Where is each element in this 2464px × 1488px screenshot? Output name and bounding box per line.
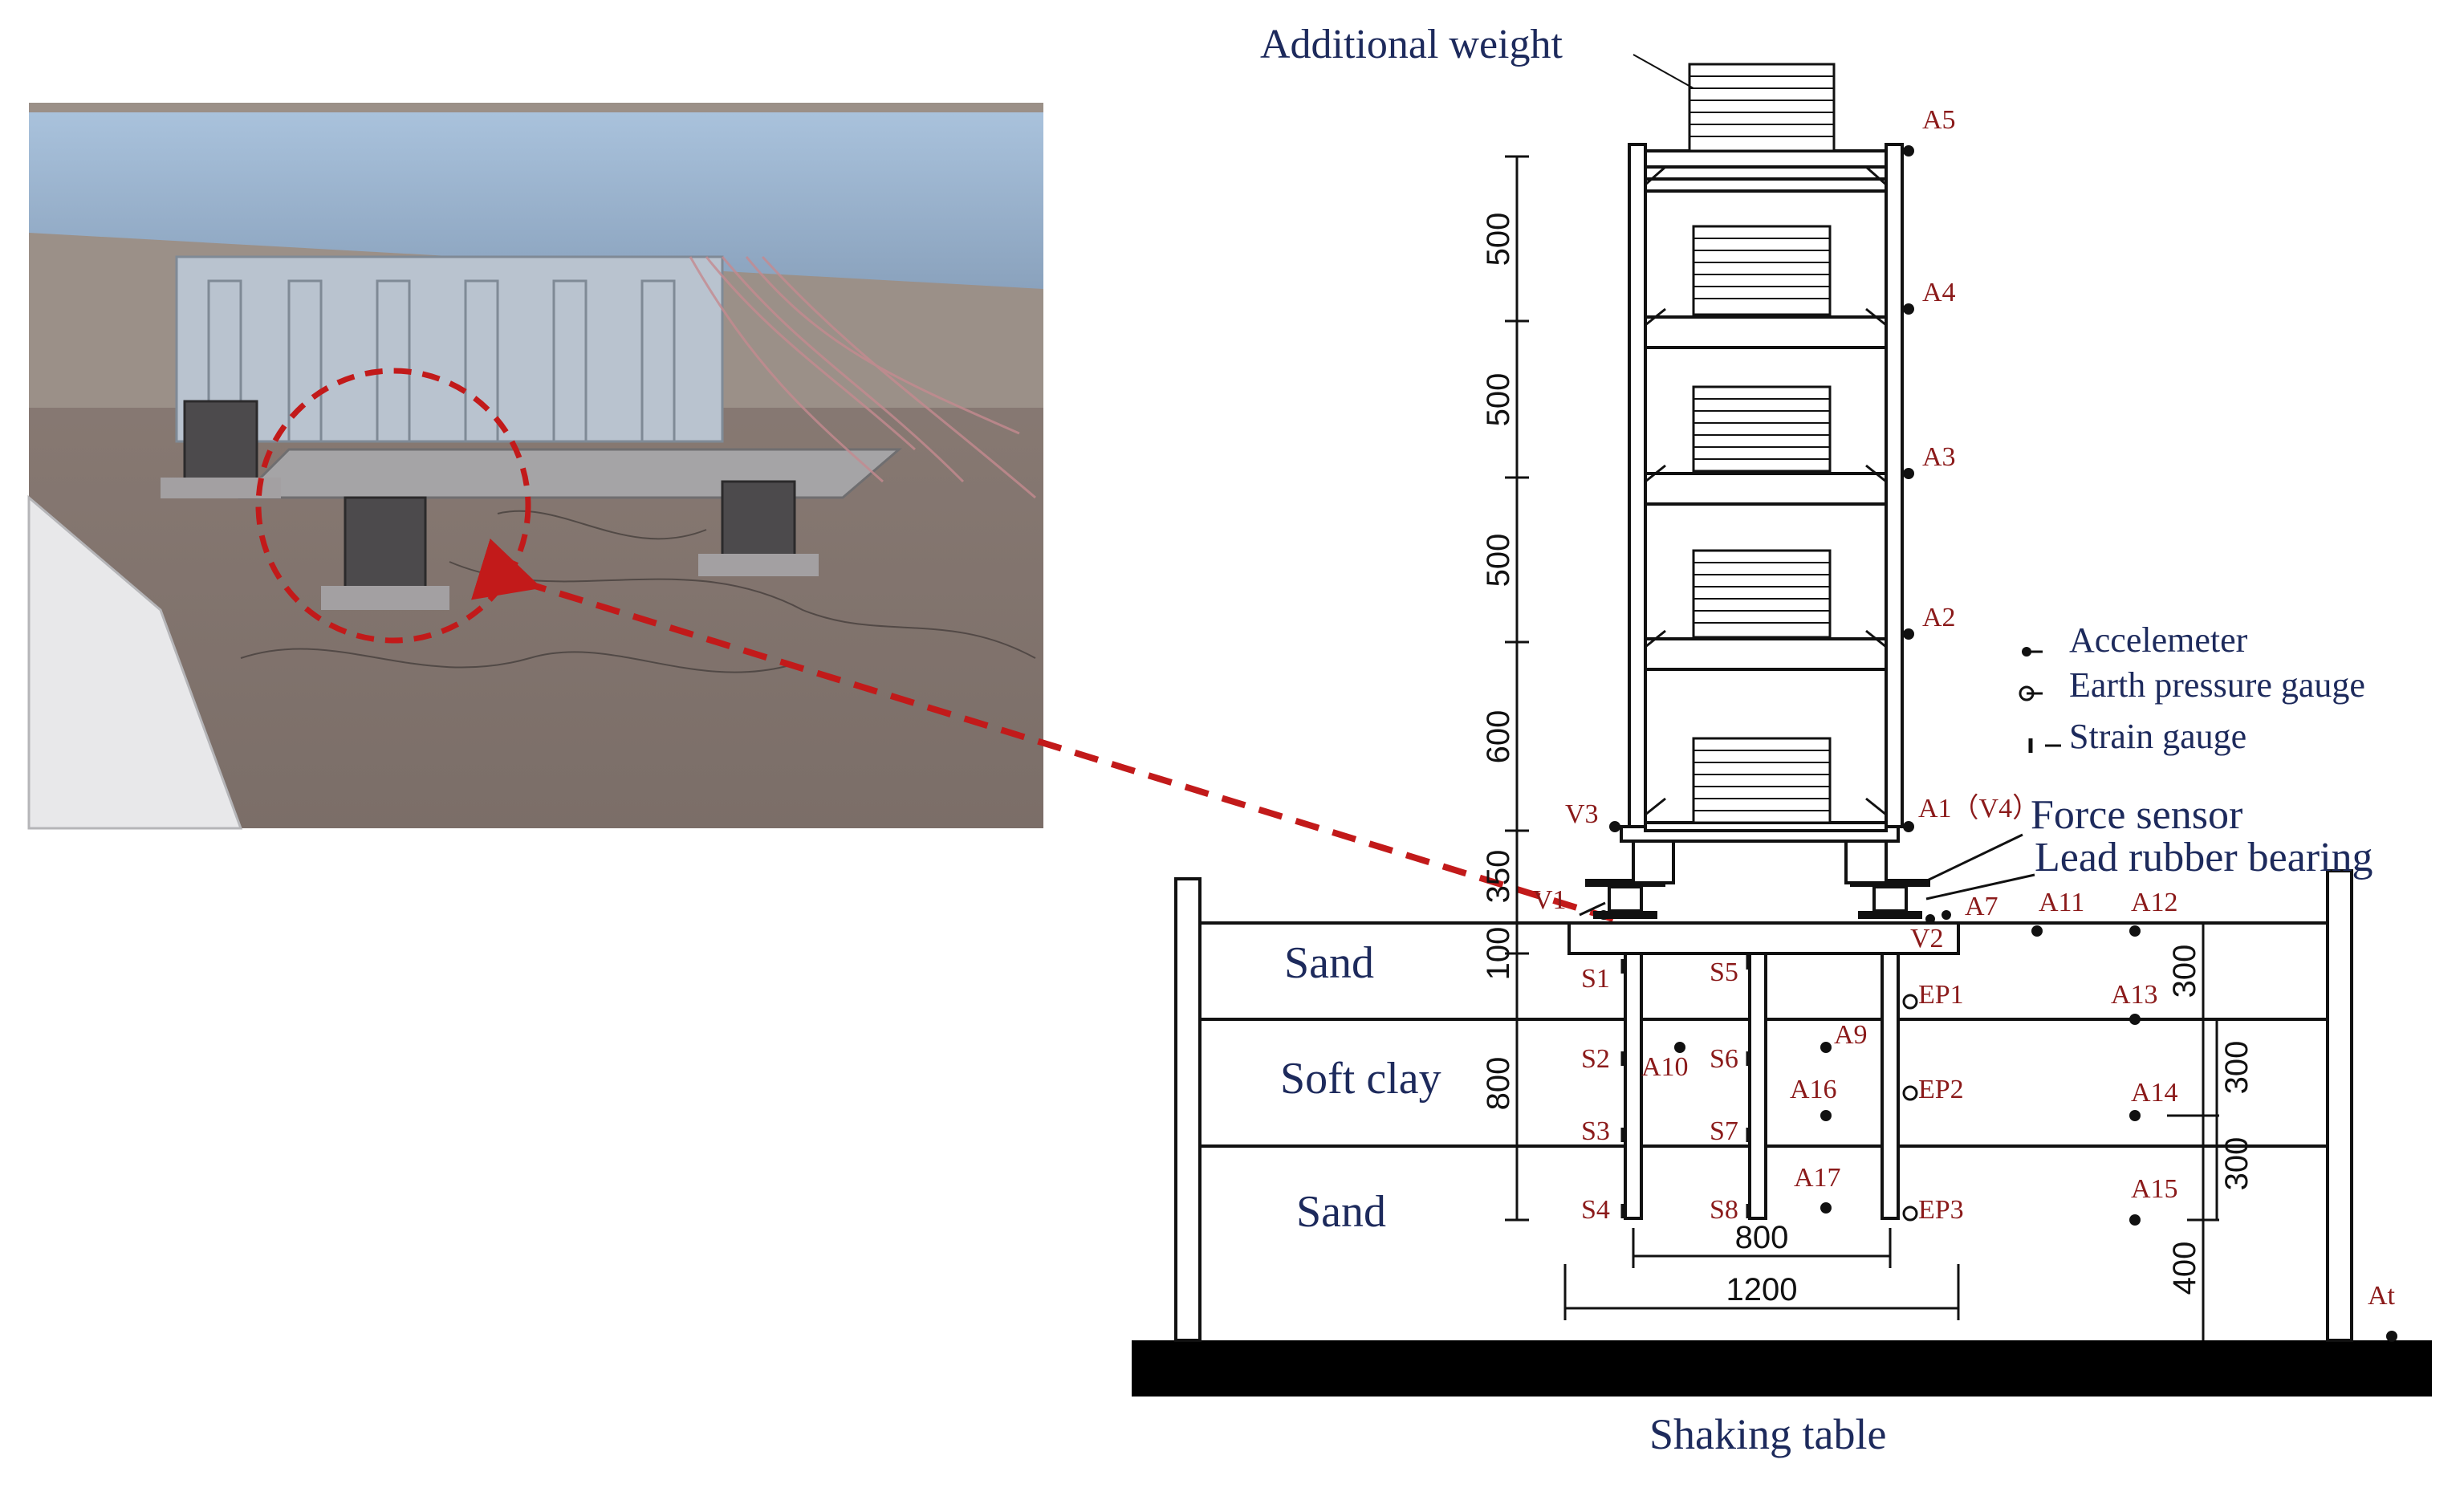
force-sensor-label: Force sensor bbox=[2031, 792, 2242, 838]
highlight-circle bbox=[255, 368, 531, 644]
marker-S8: S8 bbox=[1710, 1195, 1738, 1225]
pile-3 bbox=[1881, 952, 1900, 1220]
marker-A11: A11 bbox=[2039, 888, 2084, 917]
marker-S4: S4 bbox=[1581, 1195, 1610, 1225]
marker-V2: V2 bbox=[1910, 924, 1944, 953]
marker-A17: A17 bbox=[1794, 1163, 1841, 1193]
pile-cap bbox=[1567, 921, 1960, 955]
pile-1 bbox=[1624, 952, 1643, 1220]
dim-500-low: 500 bbox=[1481, 534, 1516, 587]
marker-A15: A15 bbox=[2131, 1174, 2178, 1204]
photo-bearings bbox=[183, 400, 796, 596]
marker-A14: A14 bbox=[2131, 1078, 2178, 1108]
marker-EP3: EP3 bbox=[1918, 1195, 1964, 1225]
vertical-dimension-line bbox=[1505, 155, 1529, 1222]
horizontal-dimensions bbox=[1563, 1228, 1960, 1320]
layer-soft-clay: Soft clay bbox=[1280, 1054, 1441, 1104]
weight-plate-lines bbox=[1689, 75, 1834, 811]
marker-S3: S3 bbox=[1581, 1116, 1610, 1146]
additional-weight-label: Additional weight bbox=[1260, 22, 1563, 67]
dim-1200: 1200 bbox=[1726, 1272, 1798, 1307]
piles bbox=[1624, 952, 1900, 1220]
marker-A10: A10 bbox=[1641, 1052, 1689, 1082]
marker-A12: A12 bbox=[2131, 888, 2178, 917]
marker-V1: V1 bbox=[1533, 885, 1567, 915]
photo-frame bbox=[175, 255, 724, 443]
test-model-photo bbox=[27, 103, 1043, 830]
bearing-assembly-right bbox=[1844, 837, 1930, 919]
photo-base-plate bbox=[238, 448, 903, 499]
marker-V3: V3 bbox=[1565, 799, 1599, 829]
marker-A2: A2 bbox=[1922, 603, 1956, 632]
dim-800-horizontal: 800 bbox=[1735, 1220, 1789, 1255]
marker-S5: S5 bbox=[1710, 957, 1738, 987]
marker-At: At bbox=[2368, 1281, 2396, 1311]
marker-A5: A5 bbox=[1922, 105, 1956, 135]
dim-400: 400 bbox=[2167, 1242, 2202, 1295]
photo-steel-beam bbox=[29, 112, 1043, 289]
dim-800-vertical: 800 bbox=[1481, 1057, 1516, 1111]
column-left bbox=[1628, 143, 1647, 828]
marker-S7: S7 bbox=[1710, 1116, 1738, 1146]
photo-cables bbox=[689, 255, 1036, 499]
dim-500-top: 500 bbox=[1481, 213, 1516, 266]
dim-300-b: 300 bbox=[2219, 1041, 2255, 1095]
pile-2 bbox=[1748, 952, 1767, 1220]
layer-sand-top: Sand bbox=[1284, 938, 1374, 988]
marker-A4: A4 bbox=[1922, 278, 1956, 307]
marker-S2: S2 bbox=[1581, 1044, 1610, 1074]
marker-A3: A3 bbox=[1922, 442, 1956, 472]
dim-600: 600 bbox=[1481, 710, 1516, 764]
diagram-text: Additional weight Shaking table Force se… bbox=[1260, 22, 2396, 1458]
legend-accelerometer: Accelemeter bbox=[2069, 620, 2248, 660]
marker-A7: A7 bbox=[1965, 892, 1998, 921]
legend-earth-pressure: Earth pressure gauge bbox=[2069, 665, 2365, 705]
shaking-table bbox=[1132, 1340, 2432, 1397]
marker-S6: S6 bbox=[1710, 1044, 1738, 1074]
floor-slabs bbox=[1644, 149, 1888, 832]
dim-300-a: 300 bbox=[2167, 945, 2202, 998]
pointer-arrow bbox=[471, 538, 1615, 922]
dim-300-c: 300 bbox=[2219, 1137, 2255, 1191]
dim-100: 100 bbox=[1481, 927, 1516, 981]
marker-A9: A9 bbox=[1834, 1020, 1868, 1050]
marker-S1: S1 bbox=[1581, 964, 1610, 994]
marker-A1: A1（V4） bbox=[1918, 793, 2039, 823]
dim-500-mid: 500 bbox=[1481, 373, 1516, 427]
photo-floor-wires bbox=[240, 510, 1036, 673]
container-right-wall bbox=[2326, 869, 2353, 1342]
lead-rubber-bearing-label: Lead rubber bearing bbox=[2035, 835, 2373, 880]
shaking-table-label: Shaking table bbox=[1649, 1410, 1886, 1458]
marker-EP1: EP1 bbox=[1918, 980, 1964, 1010]
column-right bbox=[1885, 143, 1904, 828]
marker-EP2: EP2 bbox=[1918, 1075, 1964, 1104]
braces bbox=[1645, 165, 1887, 816]
callout-leaders bbox=[1579, 833, 2035, 917]
additional-weight-leader bbox=[1633, 54, 1694, 89]
sensor-dots bbox=[1599, 145, 2397, 1342]
layer-sand-bottom: Sand bbox=[1296, 1187, 1386, 1237]
legend-strain: Strain gauge bbox=[2069, 717, 2246, 756]
marker-A13: A13 bbox=[2111, 980, 2158, 1010]
strain-gauges bbox=[1620, 650, 2061, 1218]
schematic bbox=[1132, 54, 2432, 1397]
container-left-wall bbox=[1174, 877, 1202, 1342]
right-dimensions bbox=[2167, 921, 2219, 1340]
marker-A16: A16 bbox=[1790, 1075, 1837, 1104]
earth-pressure-gauges bbox=[1902, 685, 2035, 1222]
bearing-assembly-left bbox=[1585, 837, 1675, 919]
photo-railing bbox=[27, 494, 243, 830]
dim-350: 350 bbox=[1481, 850, 1516, 904]
